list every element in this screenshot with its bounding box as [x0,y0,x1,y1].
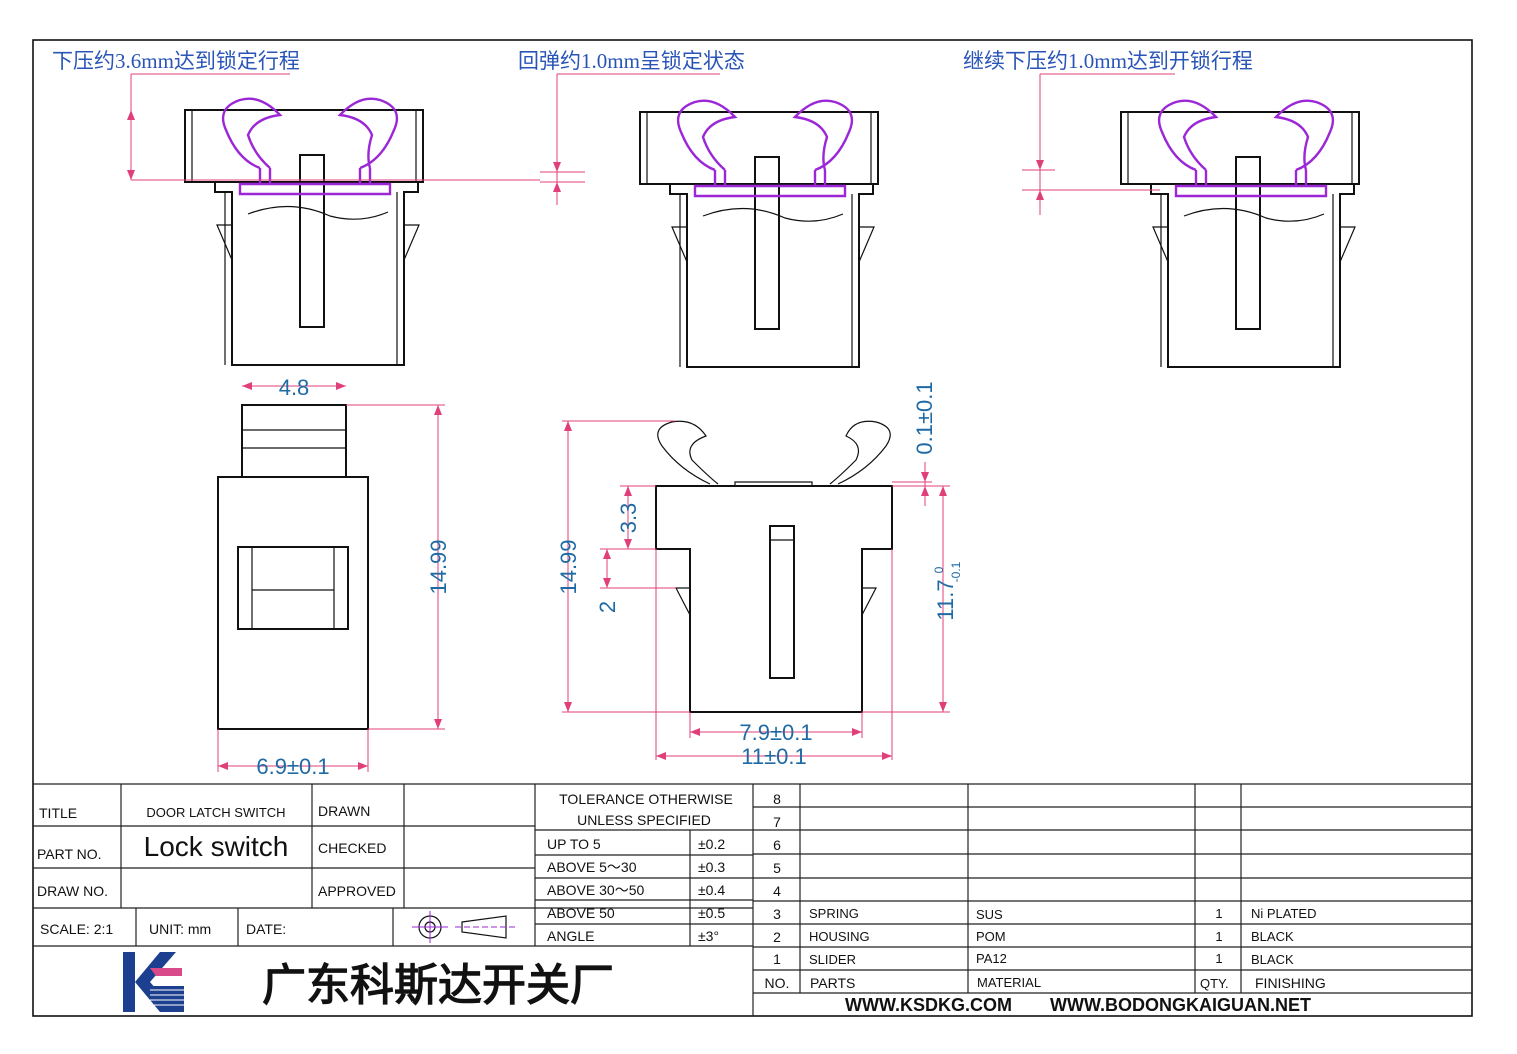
dim-front-height: 14.99 [556,539,581,594]
title-label: TITLE [39,805,77,821]
bom-header-material: MATERIAL [977,975,1041,990]
approved-label: APPROVED [318,883,396,899]
dim-body-height: 11.7 [933,579,958,620]
website-bodongkaiguan: WWW.BODONGKAIGUAN.NET [1050,995,1311,1015]
bom-finish-1: BLACK [1251,952,1294,967]
dim-3-3: 3.3 [616,503,641,534]
bom-no-2: 2 [773,929,781,945]
state-view-locked-stroke [183,97,425,367]
bom-header-no: NO. [765,975,790,991]
dim-body-height-lower-tol: -0.1 [949,561,963,582]
projection-symbol-icon [412,911,515,943]
bom-header-parts: PARTS [810,975,855,991]
website-ksdkg: WWW.KSDKG.COM [845,995,1012,1015]
tolerance-range-1: ABOVE 5～30 [547,859,637,875]
bom-qty-2: 1 [1215,929,1222,944]
scale-label: SCALE: 2:1 [40,921,113,937]
dim-body-height-upper-tol: 0 [932,566,946,573]
side-view [217,404,369,730]
bom-no-4: 4 [773,883,781,899]
bom-material-2: POM [976,929,1006,944]
dim-side-height: 14.99 [426,539,451,594]
bom-part-2: HOUSING [809,929,870,944]
dim-slider-width: 4.8 [279,375,310,400]
tolerance-header-2: UNLESS SPECIFIED [577,812,711,828]
date-label: DATE: [246,921,286,937]
note-lock-stroke: 下压约3.6mm达到锁定行程 [52,49,300,73]
bom-no-8: 8 [773,791,781,807]
unit-label: UNIT: mm [149,921,211,937]
tolerance-value-1: ±0.3 [698,859,725,875]
tolerance-range-2: ABOVE 30～50 [547,882,644,898]
bom-part-3: SPRING [809,906,859,921]
bom-finish-2: BLACK [1251,929,1294,944]
tolerance-value-0: ±0.2 [698,836,725,852]
part-no-value: Lock switch [144,831,289,862]
front-view [655,420,893,713]
bom-no-1: 1 [773,951,781,967]
tolerance-range-4: ANGLE [547,928,594,944]
drawn-label: DRAWN [318,803,370,819]
tolerance-value-4: ±3° [698,928,719,944]
bom-qty-1: 1 [1215,951,1222,966]
state-view-unlock-stroke [1119,99,1361,369]
dim-2: 2 [595,601,620,613]
company-logo-icon [123,952,184,1012]
part-no-label: PART NO. [37,846,102,862]
dimension-arrowheads [127,110,1044,770]
tolerance-value-2: ±0.4 [698,882,725,898]
bom-qty-3: 1 [1215,906,1222,921]
tolerance-range-3: ABOVE 50 [547,905,615,921]
title-value: DOOR LATCH SWITCH [146,805,285,820]
title-block [33,783,1472,1016]
bom-material-1: PA12 [976,951,1007,966]
tolerance-header-1: TOLERANCE OTHERWISE [559,791,733,807]
bom-finish-3: Ni PLATED [1251,906,1317,921]
note-unlock-stroke: 继续下压约1.0mm达到开锁行程 [963,49,1253,73]
dim-bottom-width: 7.9±0.1 [739,720,812,745]
bom-no-7: 7 [773,814,781,830]
draw-no-label: DRAW NO. [37,883,108,899]
bom-no-3: 3 [773,906,781,922]
dim-overall-width: 11±0.1 [741,744,807,769]
bom-header-qty: QTY. [1200,976,1229,991]
tolerance-range-0: UP TO 5 [547,836,601,852]
bom-no-6: 6 [773,837,781,853]
bom-no-5: 5 [773,860,781,876]
bom-part-1: SLIDER [809,952,856,967]
bom-material-3: SUS [976,907,1003,922]
company-name: 广东科斯达开关厂 [262,960,614,1011]
dim-gap: 0.1±0.1 [912,381,937,454]
dim-side-width: 6.9±0.1 [256,754,329,779]
bom-table [753,784,1472,994]
tolerance-value-3: ±0.5 [698,905,725,921]
note-rebound: 回弹约1.0mm呈锁定状态 [518,49,745,73]
checked-label: CHECKED [318,840,386,856]
state-view-locked [638,99,880,369]
bom-header-finishing: FINISHING [1255,975,1326,991]
